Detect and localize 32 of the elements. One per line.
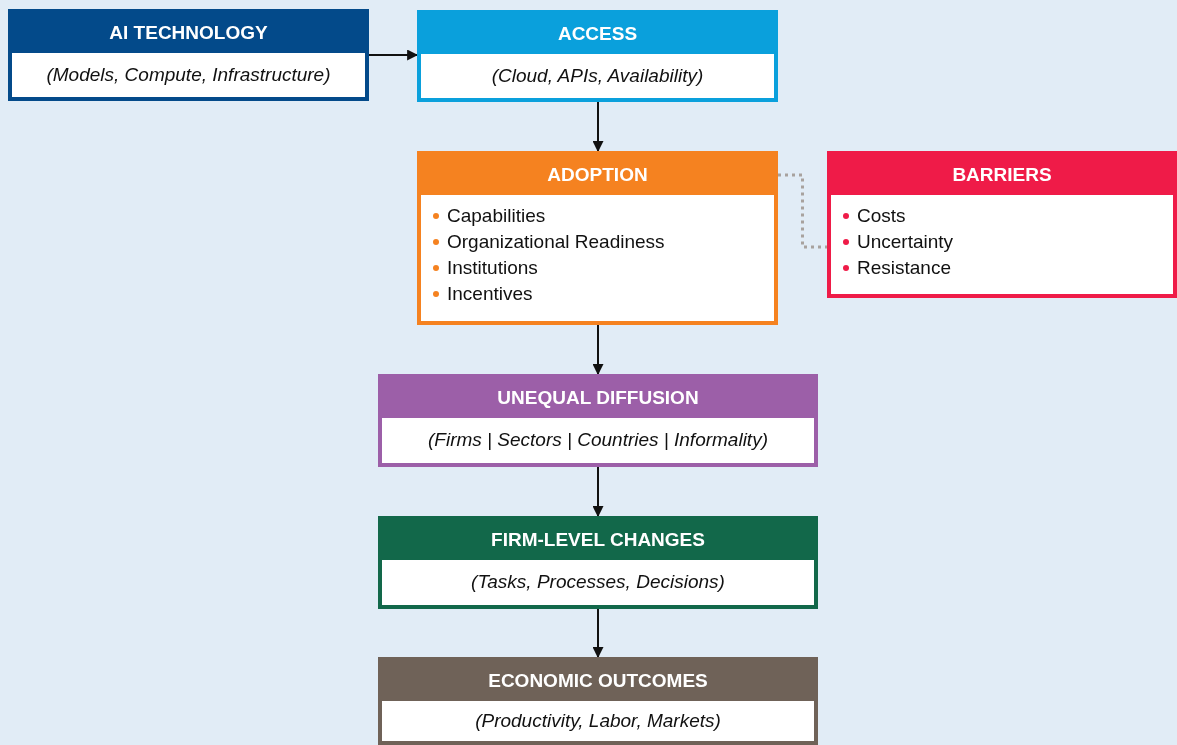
box-heading: ACCESS [556, 21, 639, 46]
bullet-item: Institutions [433, 255, 762, 281]
arrow [592, 608, 604, 659]
bullet-item: Resistance [843, 255, 1161, 281]
box-heading: BARRIERS [951, 162, 1053, 187]
box-description: (Tasks, Processes, Decisions) [471, 570, 725, 595]
box-description: (Productivity, Labor, Markets) [475, 708, 721, 733]
box-description: (Cloud, APIs, Availability) [491, 63, 704, 88]
process-box [417, 10, 778, 102]
process-box [378, 516, 818, 609]
bullet-item: Costs [843, 203, 1161, 229]
box-heading: ECONOMIC OUTCOMES [487, 668, 709, 693]
box-description: (Models, Compute, Infrastructure) [46, 62, 331, 87]
box-heading: AI TECHNOLOGY [108, 20, 269, 45]
bullet-item: Capabilities [433, 203, 762, 229]
box-description: (Firms | Sectors | Countries | Informality) [428, 428, 768, 453]
process-box [417, 151, 778, 325]
dotted-connector [778, 173, 827, 249]
arrow [592, 101, 604, 153]
box-heading: FIRM-LEVEL CHANGES [490, 527, 706, 552]
arrow [592, 466, 604, 518]
process-box [8, 9, 369, 101]
process-box [378, 657, 818, 745]
process-box [827, 151, 1177, 298]
box-heading: ADOPTION [546, 162, 649, 187]
arrow [592, 324, 604, 376]
box-heading: UNEQUAL DIFFUSION [496, 385, 700, 410]
process-box [378, 374, 818, 467]
bullet-item: Organizational Readiness [433, 229, 762, 255]
bullet-item: Uncertainty [843, 229, 1161, 255]
bullet-item: Incentives [433, 281, 762, 307]
arrow [368, 49, 419, 61]
